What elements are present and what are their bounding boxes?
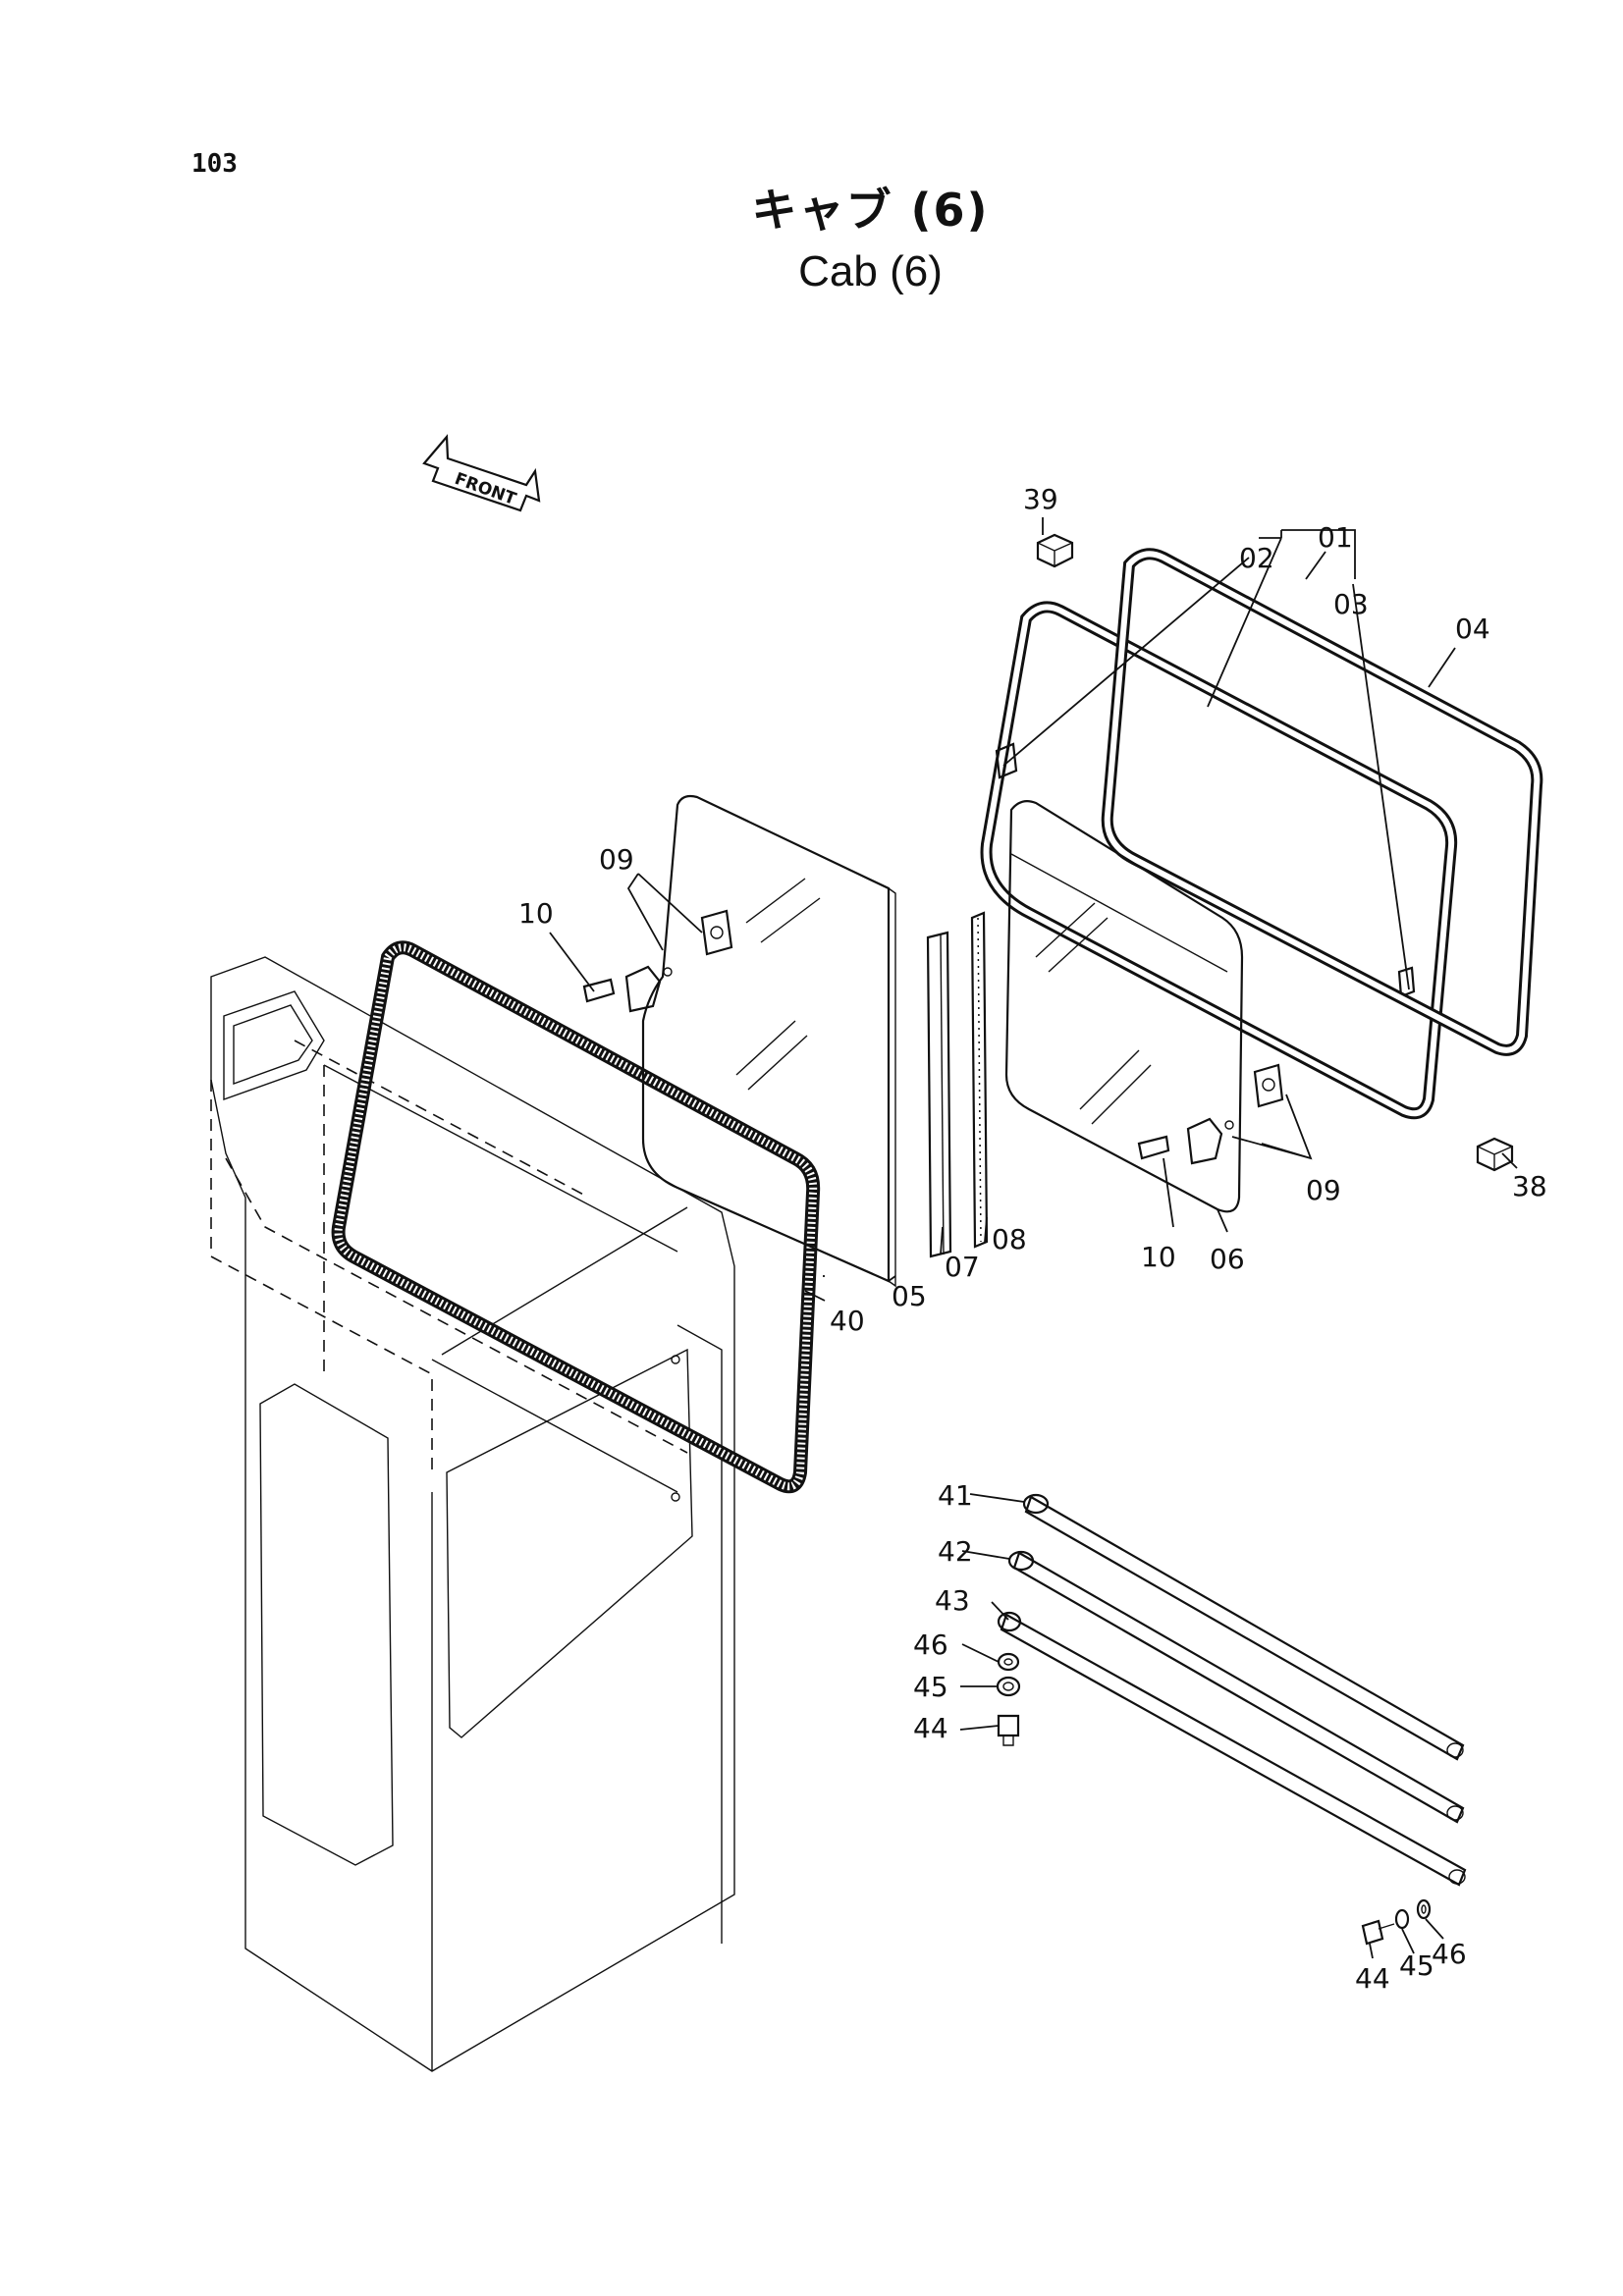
- part-09-latch-left: [582, 909, 733, 1013]
- callout-38: 38: [1512, 1170, 1547, 1202]
- page-number: 103: [191, 149, 238, 179]
- part-42-rod: [1007, 1550, 1465, 1824]
- part-41-rod: [1022, 1493, 1465, 1761]
- part-44-46-fasteners-right: [1361, 1898, 1432, 1946]
- callout-46-right: 46: [1432, 1938, 1467, 1970]
- callout-01: 01: [1318, 521, 1353, 554]
- callout-07: 07: [945, 1251, 980, 1283]
- callout-10-right: 10: [1141, 1241, 1176, 1273]
- callout-40: 40: [830, 1305, 865, 1337]
- callout-45-right: 45: [1399, 1949, 1434, 1982]
- cab-body: [210, 956, 735, 2072]
- title-english: Cab (6): [798, 247, 943, 295]
- callout-05: 05: [892, 1280, 927, 1312]
- callout-09-left: 09: [599, 843, 634, 876]
- callout-04: 04: [1455, 613, 1490, 645]
- front-label: FRONT: [452, 469, 518, 509]
- front-arrow-icon: FRONT: [422, 434, 541, 512]
- title-japanese: キャブ (6): [751, 184, 990, 237]
- part-08-brush-strip: [970, 911, 989, 1249]
- part-01-sash-frame: [980, 601, 1458, 1120]
- part-43-rod: [997, 1611, 1467, 1887]
- callout-06: 06: [1210, 1243, 1245, 1275]
- title-block: キャブ (6) Cab (6): [0, 175, 1623, 296]
- callout-08: 08: [992, 1223, 1027, 1255]
- callout-03: 03: [1333, 588, 1369, 620]
- callout-labels: 39 02 01 03 04 38 09 10 09 10 06 08 07 0…: [518, 483, 1547, 1995]
- callout-44-right: 44: [1355, 1962, 1390, 1995]
- callout-39: 39: [1023, 483, 1058, 515]
- callout-42: 42: [938, 1535, 973, 1568]
- part-05-glass: [641, 794, 896, 1288]
- part-04-outer-frame: [1101, 548, 1543, 1056]
- part-39-stopper-block: [1036, 533, 1074, 568]
- part-38-stopper-block: [1476, 1137, 1514, 1172]
- leader-lines: [549, 517, 1518, 1959]
- callout-46-left: 46: [913, 1629, 948, 1661]
- callout-45-left: 45: [913, 1671, 948, 1703]
- part-07-strip: [926, 931, 952, 1258]
- part-44-46-fasteners-left: [996, 1652, 1021, 1746]
- callout-44-left: 44: [913, 1712, 948, 1744]
- part-06-glass: [1004, 800, 1244, 1213]
- callout-09-right: 09: [1306, 1174, 1341, 1206]
- callout-10-left: 10: [518, 897, 554, 930]
- callout-43: 43: [935, 1584, 970, 1617]
- part-09-latch-right: [1137, 1063, 1284, 1165]
- callout-02: 02: [1239, 542, 1274, 574]
- callout-41: 41: [938, 1479, 973, 1512]
- part-40-window-seal: [331, 940, 821, 1494]
